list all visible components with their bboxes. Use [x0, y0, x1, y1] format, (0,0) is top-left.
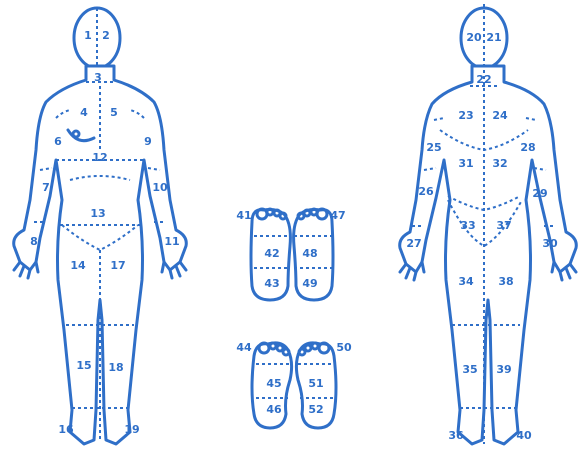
region-label-9: 9 — [144, 135, 152, 148]
region-label-13: 13 — [90, 207, 105, 220]
region-label-17: 17 — [110, 259, 125, 272]
region-label-20: 20 — [466, 31, 482, 44]
back-figure — [400, 4, 577, 444]
back-body-outline — [400, 66, 577, 444]
region-label-47: 47 — [330, 209, 345, 222]
region-label-30: 30 — [542, 237, 558, 250]
region-label-7: 7 — [42, 181, 50, 194]
region-label-6: 6 — [54, 135, 62, 148]
region-label-3: 3 — [94, 71, 102, 84]
region-label-40: 40 — [516, 429, 532, 442]
region-label-37: 37 — [496, 219, 511, 232]
region-label-27: 27 — [406, 237, 421, 250]
region-label-15: 15 — [76, 359, 91, 372]
region-label-41: 41 — [236, 209, 251, 222]
feet-top-view — [251, 209, 333, 300]
region-label-42: 42 — [264, 247, 279, 260]
region-label-43: 43 — [264, 277, 279, 290]
region-label-51: 51 — [308, 377, 323, 390]
region-label-48: 48 — [302, 247, 317, 260]
region-label-23: 23 — [458, 109, 473, 122]
region-label-35: 35 — [462, 363, 477, 376]
region-label-50: 50 — [336, 341, 352, 354]
region-label-19: 19 — [124, 423, 139, 436]
region-label-1: 1 — [84, 29, 92, 42]
region-label-44: 44 — [236, 341, 252, 354]
region-label-25: 25 — [426, 141, 441, 154]
region-label-8: 8 — [30, 235, 38, 248]
region-label-33: 33 — [460, 219, 475, 232]
region-label-16: 16 — [58, 423, 74, 436]
region-label-26: 26 — [418, 185, 434, 198]
region-label-38: 38 — [498, 275, 513, 288]
region-label-39: 39 — [496, 363, 511, 376]
region-label-52: 52 — [308, 403, 323, 416]
region-label-12: 12 — [92, 151, 107, 164]
region-label-24: 24 — [492, 109, 508, 122]
region-label-5: 5 — [110, 106, 118, 119]
region-label-22: 22 — [476, 73, 491, 86]
region-label-10: 10 — [152, 181, 168, 194]
region-label-4: 4 — [80, 106, 88, 119]
region-label-29: 29 — [532, 187, 547, 200]
region-label-34: 34 — [458, 275, 474, 288]
region-label-45: 45 — [266, 377, 281, 390]
region-label-49: 49 — [302, 277, 317, 290]
region-label-28: 28 — [520, 141, 535, 154]
region-label-36: 36 — [448, 429, 464, 442]
region-label-11: 11 — [164, 235, 179, 248]
region-label-21: 21 — [486, 31, 501, 44]
region-label-46: 46 — [266, 403, 282, 416]
region-label-2: 2 — [102, 29, 110, 42]
region-label-31: 31 — [458, 157, 473, 170]
region-label-32: 32 — [492, 157, 507, 170]
region-label-18: 18 — [108, 361, 123, 374]
region-label-14: 14 — [70, 259, 86, 272]
